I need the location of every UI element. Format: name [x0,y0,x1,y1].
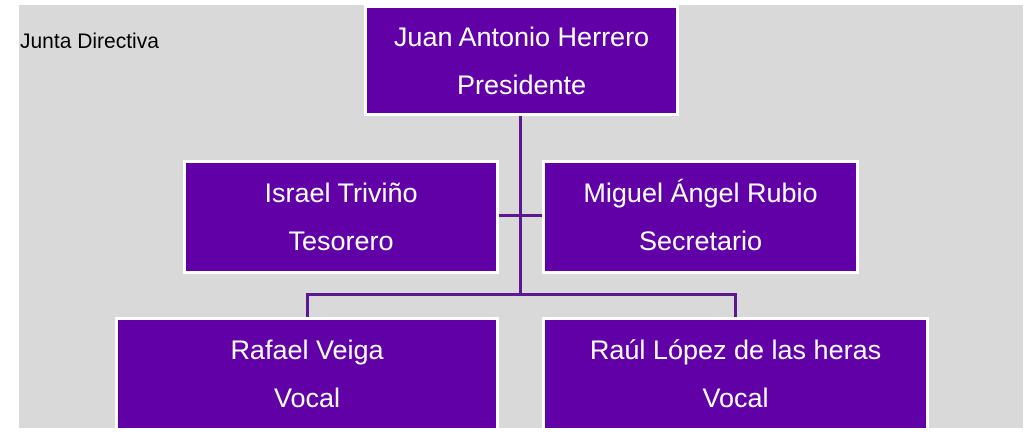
node-vocal-1: Rafael Veiga Vocal [115,317,499,431]
connector-drop-left [306,293,309,320]
node-name: Israel Triviño [264,178,418,208]
connector-assistants [496,214,546,217]
node-president: Juan Antonio Herrero Presidente [364,5,679,116]
node-name: Raúl López de las heras [589,335,882,365]
node-secretary: Miguel Ángel Rubio Secretario [542,160,859,274]
node-treasurer: Israel Triviño Tesorero [183,160,499,274]
node-role: Vocal [702,383,769,413]
node-role: Presidente [456,69,587,100]
connector-vertical [519,112,522,296]
node-role: Secretario [638,226,763,256]
node-role: Vocal [273,383,341,413]
connector-horizontal [306,293,737,296]
connector-drop-right [734,293,737,320]
node-role: Tesorero [288,226,394,256]
node-name: Miguel Ángel Rubio [583,178,818,208]
node-vocal-2: Raúl López de las heras Vocal [542,317,929,431]
node-name: Rafael Veiga [230,335,384,365]
node-name: Juan Antonio Herrero [393,21,650,52]
chart-title: Junta Directiva [20,30,159,53]
